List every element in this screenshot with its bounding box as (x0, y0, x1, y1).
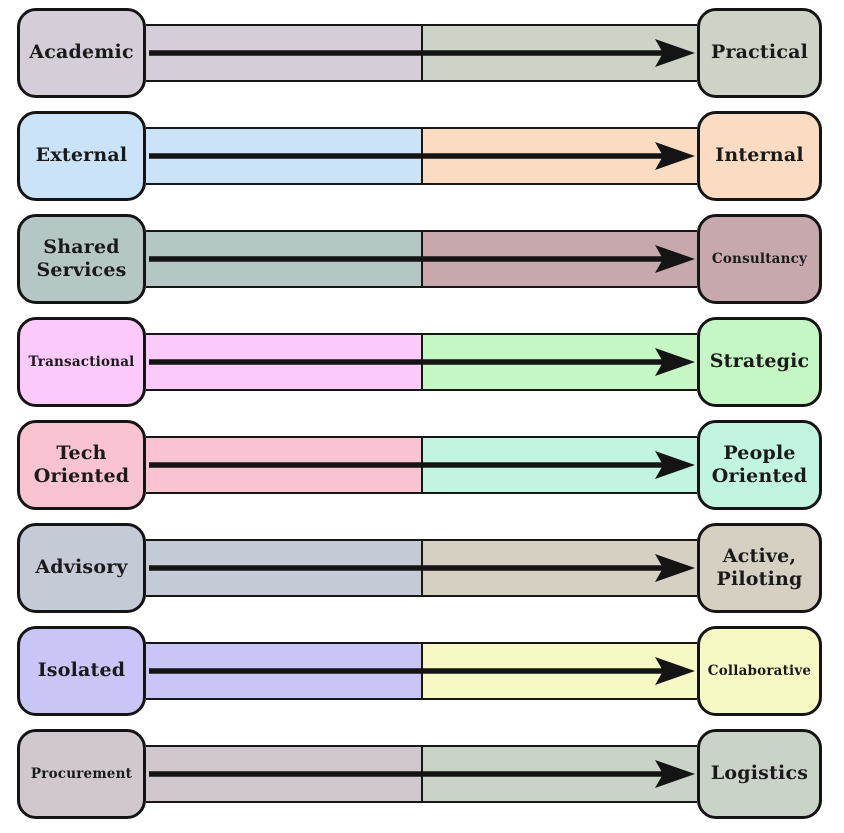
right-box: Strategic (697, 317, 822, 407)
mapping-row-transactional-strategic: Transactional Strategic (0, 317, 844, 407)
left-box: Isolated (17, 626, 146, 716)
bar-left-half (146, 747, 423, 801)
right-label: Consultancy (711, 250, 808, 267)
bar-right-half (423, 232, 697, 286)
transition-bar (146, 333, 697, 391)
transition-bar (146, 436, 697, 494)
transition-bar (146, 24, 697, 82)
right-box: Consultancy (697, 214, 822, 304)
right-box: Active, Piloting (697, 523, 822, 613)
transition-bar (146, 127, 697, 185)
bar-left-half (146, 335, 423, 389)
mapping-row-academic-practical: Academic Practical (0, 8, 844, 98)
bar-right-half (423, 438, 697, 492)
left-box: Procurement (17, 729, 146, 819)
mapping-row-sharedservices-consultancy: Shared Services Consultancy (0, 214, 844, 304)
transition-bar (146, 745, 697, 803)
mapping-row-advisory-activepiloting: Advisory Active, Piloting (0, 523, 844, 613)
left-box: Transactional (17, 317, 146, 407)
bar-left-half (146, 129, 423, 183)
left-label: Advisory (35, 556, 128, 579)
left-box: Academic (17, 8, 146, 98)
right-box: Practical (697, 8, 822, 98)
left-label: Procurement (30, 765, 133, 782)
left-label: Isolated (37, 659, 126, 682)
transition-bar (146, 539, 697, 597)
right-box: Logistics (697, 729, 822, 819)
left-box: External (17, 111, 146, 201)
right-box: Internal (697, 111, 822, 201)
transition-bar (146, 230, 697, 288)
right-label: Strategic (709, 350, 810, 373)
right-label: Logistics (710, 762, 809, 785)
mapping-row-external-internal: External Internal (0, 111, 844, 201)
bar-right-half (423, 747, 697, 801)
bar-left-half (146, 232, 423, 286)
right-box: People Oriented (697, 420, 822, 510)
left-label: External (35, 144, 128, 167)
bar-right-half (423, 541, 697, 595)
left-label: Tech Oriented (33, 441, 130, 487)
left-box: Tech Oriented (17, 420, 146, 510)
right-label: Collaborative (707, 662, 812, 679)
right-box: Collaborative (697, 626, 822, 716)
bar-right-half (423, 129, 697, 183)
left-label: Transactional (28, 353, 135, 370)
right-label: Practical (710, 41, 809, 64)
bar-right-half (423, 644, 697, 698)
right-label: Active, Piloting (716, 544, 803, 590)
left-box: Advisory (17, 523, 146, 613)
bar-right-half (423, 335, 697, 389)
bar-left-half (146, 438, 423, 492)
bar-left-half (146, 26, 423, 80)
bar-right-half (423, 26, 697, 80)
transition-bar (146, 642, 697, 700)
bar-left-half (146, 644, 423, 698)
right-label: Internal (715, 144, 804, 167)
mapping-row-techoriented-peopleoriented: Tech Oriented People Oriented (0, 420, 844, 510)
mapping-row-procurement-logistics: Procurement Logistics (0, 729, 844, 819)
mapping-row-isolated-collaborative: Isolated Collaborative (0, 626, 844, 716)
left-box: Shared Services (17, 214, 146, 304)
right-label: People Oriented (711, 441, 808, 487)
left-label: Academic (29, 41, 134, 64)
bar-left-half (146, 541, 423, 595)
left-label: Shared Services (36, 235, 127, 281)
